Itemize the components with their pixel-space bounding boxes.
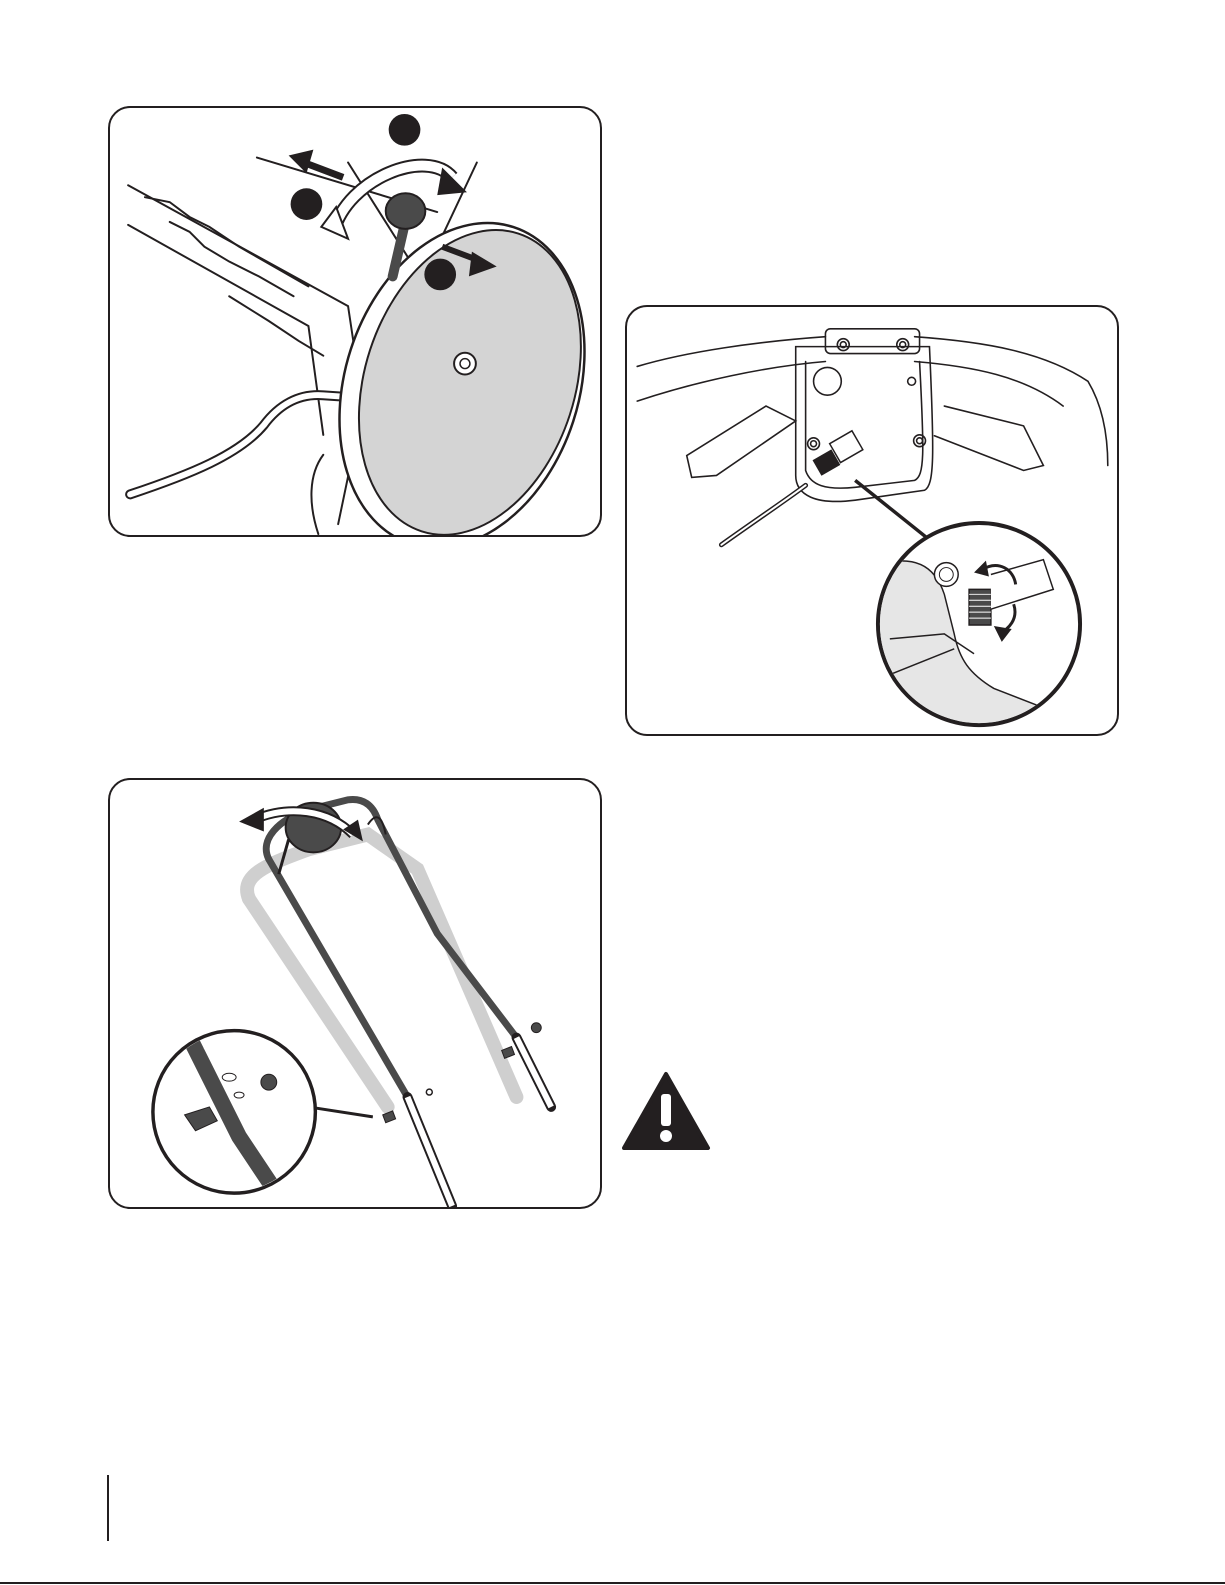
callout-2 — [291, 188, 323, 220]
height-lever-knob-icon — [386, 193, 426, 229]
page-margin-rule — [107, 1475, 109, 1541]
warning-triangle-icon — [620, 1070, 712, 1152]
arrow-left-icon — [289, 150, 314, 174]
callout-3 — [424, 259, 456, 291]
wheel-illustration — [110, 108, 600, 535]
cable-illustration — [627, 307, 1117, 734]
handle-illustration — [110, 780, 600, 1207]
page-bottom-rule — [0, 1582, 1225, 1584]
fold-arrow-left-icon — [239, 808, 264, 832]
callout-1 — [389, 114, 421, 146]
figure-handle-fold — [108, 778, 602, 1209]
figure-cable-adjuster — [625, 305, 1119, 736]
figure-wheel-height-adjust — [108, 106, 602, 537]
bolt-icon — [261, 1074, 277, 1090]
